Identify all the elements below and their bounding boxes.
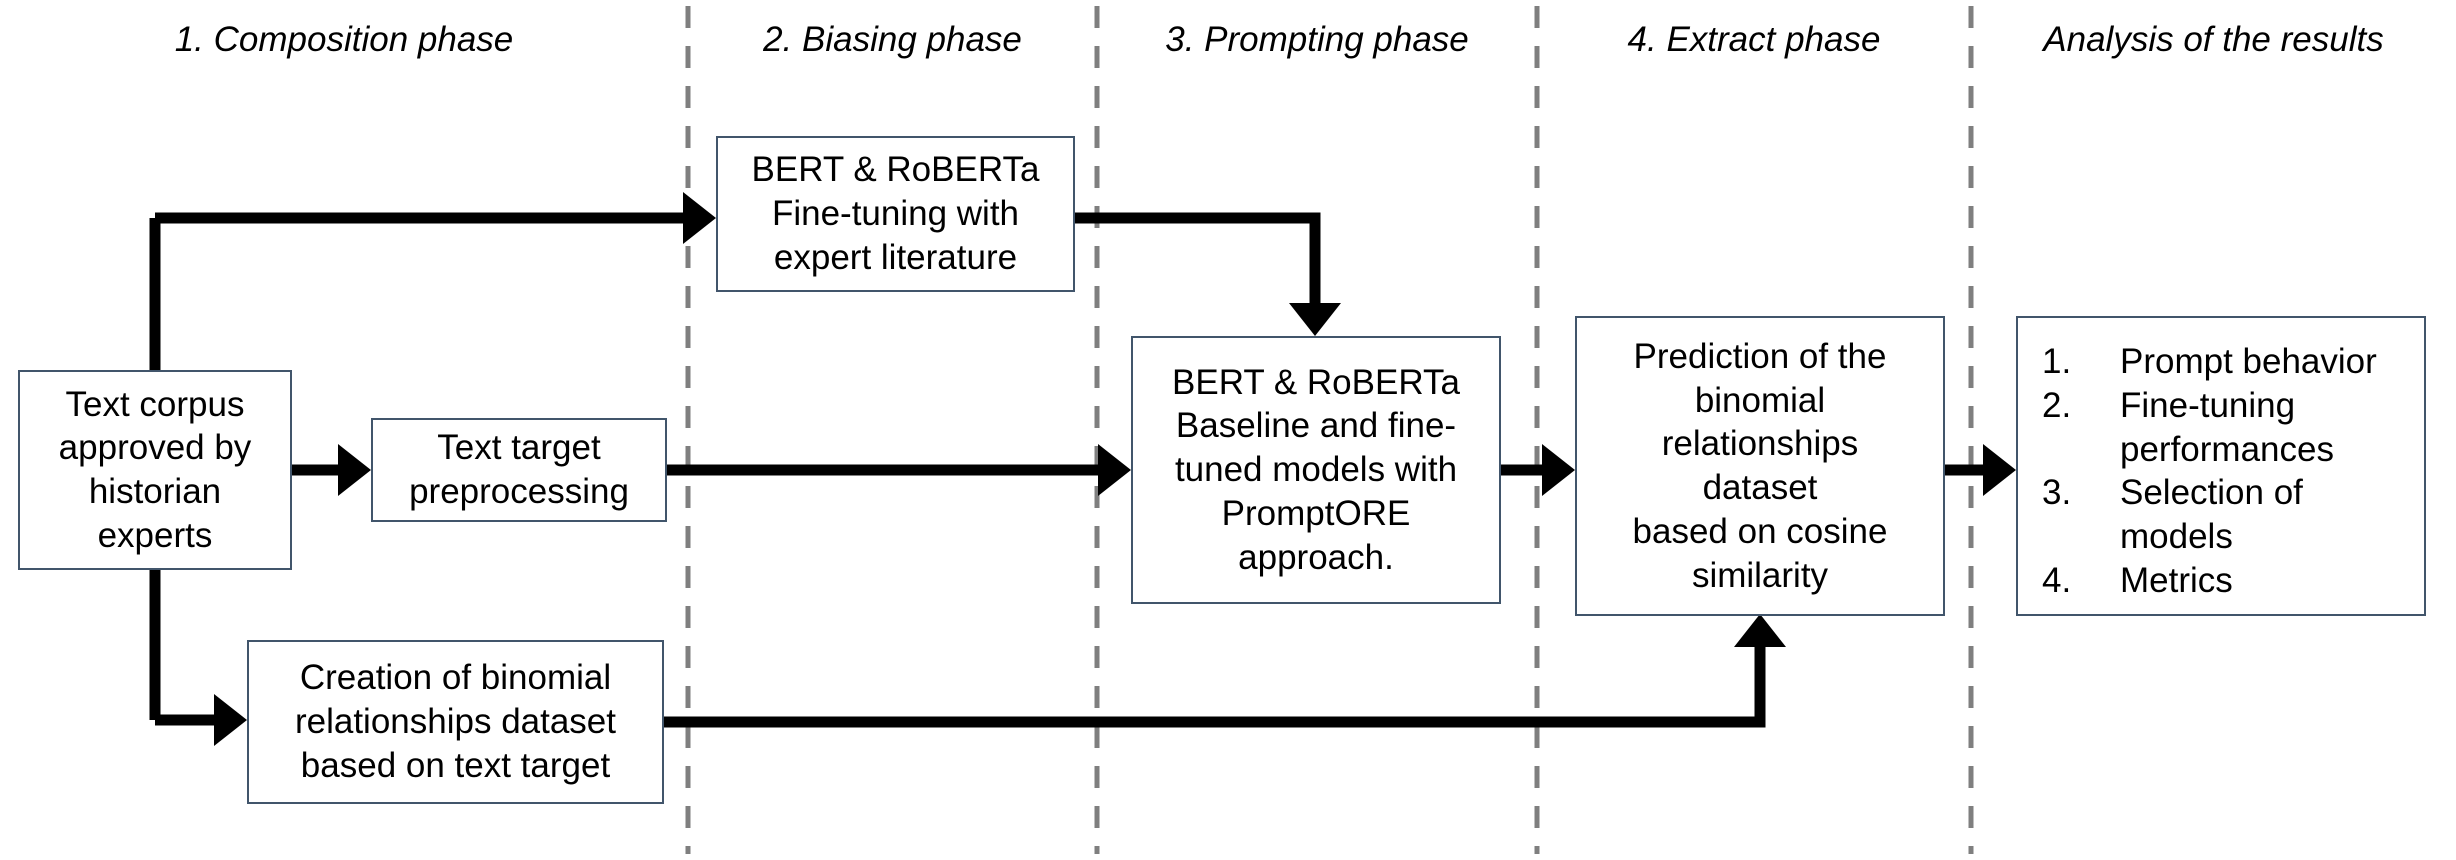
results-list: 1. Prompt behavior 2. Fine-tuning perfor… — [2042, 340, 2410, 603]
list-item-label: Selection of models — [2120, 473, 2303, 556]
list-item[interactable]: 3. Selection of models — [2042, 471, 2410, 559]
node-text-corpus[interactable]: Text corpus approved by historian expert… — [18, 370, 292, 570]
list-item[interactable]: 1. Prompt behavior — [2042, 340, 2410, 384]
arrow-texttarget-to-promptore — [667, 444, 1131, 496]
phase-label-analysis: Analysis of the results — [2043, 20, 2384, 59]
list-item[interactable]: 2. Fine-tuning performances — [2042, 384, 2410, 472]
list-item-marker: 2. — [2042, 385, 2072, 425]
node-text-target-label: Text target preprocessing — [409, 428, 629, 511]
node-text-corpus-label: Text corpus approved by historian expert… — [58, 384, 252, 555]
node-promptore-models[interactable]: BERT & RoBERTa Baseline and fine- tuned … — [1131, 336, 1501, 604]
node-binomial-dataset-creation[interactable]: Creation of binomial relationships datas… — [247, 640, 664, 804]
arrow-promptore-to-prediction — [1501, 444, 1575, 496]
arrow-corpus-to-texttarget — [292, 444, 371, 496]
node-prediction-cosine-similarity[interactable]: Prediction of the binomial relationships… — [1575, 316, 1945, 616]
arrow-corpus-to-binomial — [155, 694, 247, 746]
phase-label-prompting: 3. Prompting phase — [1165, 20, 1469, 59]
list-item[interactable]: 4. Metrics — [2042, 559, 2410, 603]
node-text-target-preprocessing[interactable]: Text target preprocessing — [371, 418, 667, 522]
node-binomial-creation-label: Creation of binomial relationships datas… — [294, 658, 617, 785]
node-promptore-label: BERT & RoBERTa Baseline and fine- tuned … — [1172, 362, 1460, 577]
list-item-label: Prompt behavior — [2120, 342, 2377, 381]
phase-label-biasing: 2. Biasing phase — [763, 20, 1022, 59]
node-analysis-results[interactable]: 1. Prompt behavior 2. Fine-tuning perfor… — [2016, 316, 2426, 616]
list-item-label: Fine-tuning performances — [2120, 385, 2334, 469]
list-item-marker: 4. — [2042, 560, 2072, 600]
node-finetuning-expert-literature[interactable]: BERT & RoBERTa Fine-tuning with expert l… — [716, 136, 1075, 292]
list-item-label: Metrics — [2120, 560, 2233, 600]
arrow-finetuning-to-promptore — [1075, 212, 1341, 336]
list-item-marker: 1. — [2042, 342, 2072, 381]
node-finetuning-label: BERT & RoBERTa Fine-tuning with expert l… — [751, 150, 1040, 277]
arrow-prediction-to-results — [1945, 444, 2016, 496]
phase-label-composition: 1. Composition phase — [174, 20, 514, 59]
list-item-marker: 3. — [2042, 473, 2072, 513]
arrow-binomial-to-prediction — [664, 614, 1786, 728]
arrow-corpus-to-finetuning — [155, 192, 716, 244]
phase-label-extract: 4. Extract phase — [1627, 20, 1881, 59]
node-prediction-label: Prediction of the binomial relationships… — [1632, 336, 1888, 595]
